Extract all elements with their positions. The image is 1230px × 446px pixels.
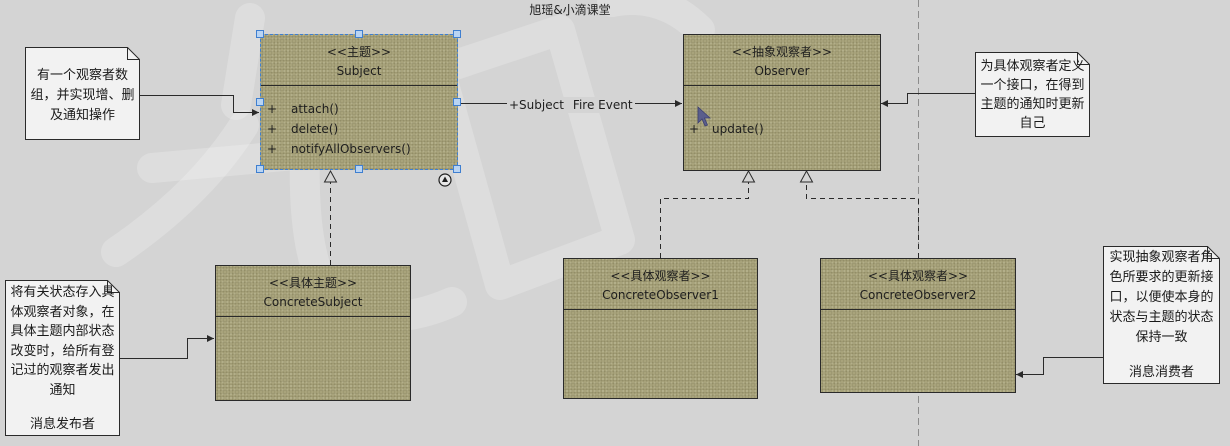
class-name: Subject xyxy=(336,64,382,78)
note-line: 组，并实现增、删 xyxy=(30,88,135,103)
note-line: 口，以便使本身的 xyxy=(1109,290,1214,305)
note-line: 状态与主题的状态 xyxy=(1109,310,1214,325)
note-line: 为具体观察者定义 xyxy=(980,59,1085,74)
operations-compartment: + attach() + delete() + notifyAllObservers(… xyxy=(261,86,457,159)
resize-handle-w[interactable] xyxy=(256,98,264,106)
note-line: 通知 xyxy=(49,382,76,398)
note-shape xyxy=(25,47,140,140)
operation-name: attach() xyxy=(291,102,339,116)
operation-update[interactable]: + update() xyxy=(684,119,880,139)
note-line: 一个接口，在得到 xyxy=(980,78,1085,93)
class-stereotype: <<抽象观察者>> xyxy=(731,45,833,59)
association-name: Fire Event xyxy=(572,98,633,112)
note-shape xyxy=(5,280,120,436)
note-observer[interactable]: 为具体观察者定义 一个接口，在得到 主题的通知时更新 自己 xyxy=(975,52,1090,137)
class-stereotype: <<具体观察者>> xyxy=(610,269,711,283)
collapse-toggle-icon[interactable] xyxy=(438,173,452,187)
class-name: ConcreteSubject xyxy=(263,295,363,309)
resize-handle-nw[interactable] xyxy=(256,30,264,38)
operation-attach[interactable]: + attach() xyxy=(261,99,457,119)
class-header: <<具体观察者>> ConcreteObserver2 xyxy=(821,259,1015,310)
visibility-marker: + xyxy=(267,142,278,156)
visibility-marker: + xyxy=(267,102,278,116)
operations-compartment: + update() xyxy=(684,86,880,139)
note-publisher[interactable]: 将有关状态存入具 体观察者对象，在 具体主题内部状态 改变时，给所有登 记过的观… xyxy=(5,280,120,436)
publisher-note-connector[interactable] xyxy=(120,335,214,359)
note-line: 自己 xyxy=(1019,116,1046,131)
realization-arrowhead xyxy=(323,169,338,183)
realization-arrowhead xyxy=(741,169,756,183)
mouse-pointer-icon xyxy=(697,106,711,127)
note-subject[interactable]: 有一个观察者数 组，并实现增、删 及通知操作 xyxy=(25,47,140,140)
watermark-stroke xyxy=(425,15,635,300)
class-stereotype: <<具体主题>> xyxy=(268,276,358,290)
note-line: 体观察者对象，在 xyxy=(10,304,115,320)
subject-note-connector[interactable] xyxy=(140,95,259,116)
class-header: <<具体观察者>> ConcreteObserver1 xyxy=(564,259,757,310)
association-label[interactable]: +Subject Fire Event xyxy=(507,97,635,113)
association-role: +Subject xyxy=(509,98,564,112)
realization-arrowhead xyxy=(799,169,814,183)
class-subject[interactable]: <<主题>> Subject + attach() + delete() + noti… xyxy=(260,34,458,170)
class-header: <<抽象观察者>> Observer xyxy=(684,35,880,86)
class-header: <<具体主题>> ConcreteSubject xyxy=(216,266,410,317)
visibility-marker: + xyxy=(689,122,700,136)
watermark-stroke xyxy=(101,110,259,267)
note-text: 有一个观察者数 组，并实现增、删 及通知操作 xyxy=(25,47,140,126)
class-stereotype: <<具体观察者>> xyxy=(867,269,969,283)
resize-handle-n[interactable] xyxy=(355,30,363,38)
note-role: 消息消费者 xyxy=(1128,365,1194,380)
operation-name: notifyAllObservers() xyxy=(291,142,411,156)
resize-handle-se[interactable] xyxy=(453,165,461,173)
note-line: 有一个观察者数 xyxy=(36,68,128,83)
note-line: 色所要求的更新接 xyxy=(1109,270,1214,285)
operation-delete[interactable]: + delete() xyxy=(261,119,457,139)
note-text: 为具体观察者定义 一个接口，在得到 主题的通知时更新 自己 xyxy=(975,52,1090,133)
note-role: 消息发布者 xyxy=(29,417,95,432)
consumer-note-connector[interactable] xyxy=(1016,357,1103,378)
note-line: 主题的通知时更新 xyxy=(980,97,1085,112)
watermark-stroke xyxy=(221,3,265,120)
note-text: 将有关状态存入具 体观察者对象，在 具体主题内部状态 改变时，给所有登 记过的观… xyxy=(5,280,120,435)
note-line: 记过的观察者发出 xyxy=(10,363,115,378)
class-concrete-observer-2[interactable]: <<具体观察者>> ConcreteObserver2 xyxy=(820,258,1016,393)
note-line: 改变时，给所有登 xyxy=(10,343,115,359)
class-header: <<主题>> Subject xyxy=(261,35,457,86)
class-concrete-subject[interactable]: <<具体主题>> ConcreteSubject xyxy=(215,265,411,401)
diagram-title: 旭瑶&小滴课堂 xyxy=(529,3,611,17)
operation-notify-all-observers[interactable]: + notifyAllObservers() xyxy=(261,139,457,159)
note-shape xyxy=(1103,246,1220,384)
note-line: 及通知操作 xyxy=(49,108,115,123)
operation-name: update() xyxy=(712,122,764,136)
resize-handle-s[interactable] xyxy=(355,165,363,173)
class-name: ConcreteObserver2 xyxy=(859,288,977,302)
operation-name: delete() xyxy=(291,122,339,136)
note-line: 保持一致 xyxy=(1135,330,1188,345)
watermark-stroke xyxy=(597,0,715,45)
realization-concrete-observer-2[interactable] xyxy=(806,182,919,258)
class-name: ConcreteObserver1 xyxy=(602,288,719,302)
class-stereotype: <<主题>> xyxy=(326,45,392,59)
realization-concrete-observer-1[interactable] xyxy=(660,182,749,258)
resize-handle-e[interactable] xyxy=(453,98,461,106)
class-concrete-observer-1[interactable]: <<具体观察者>> ConcreteObserver1 xyxy=(563,258,758,399)
resize-handle-sw[interactable] xyxy=(256,165,264,173)
note-line: 将有关状态存入具 xyxy=(10,285,115,300)
note-consumer[interactable]: 实现抽象观察者角 色所要求的更新接 口，以便使本身的 状态与主题的状态 保持一致… xyxy=(1103,246,1220,384)
observer-note-connector[interactable] xyxy=(881,93,975,107)
note-text: 实现抽象观察者角 色所要求的更新接 口，以便使本身的 状态与主题的状态 保持一致… xyxy=(1103,246,1220,383)
note-shape xyxy=(975,52,1090,137)
visibility-marker: + xyxy=(267,122,278,136)
resize-handle-ne[interactable] xyxy=(453,30,461,38)
class-name: Observer xyxy=(754,64,810,78)
note-line: 实现抽象观察者角 xyxy=(1109,250,1214,265)
class-observer[interactable]: <<抽象观察者>> Observer + update() xyxy=(683,34,881,171)
note-line: 具体主题内部状态 xyxy=(10,324,115,339)
